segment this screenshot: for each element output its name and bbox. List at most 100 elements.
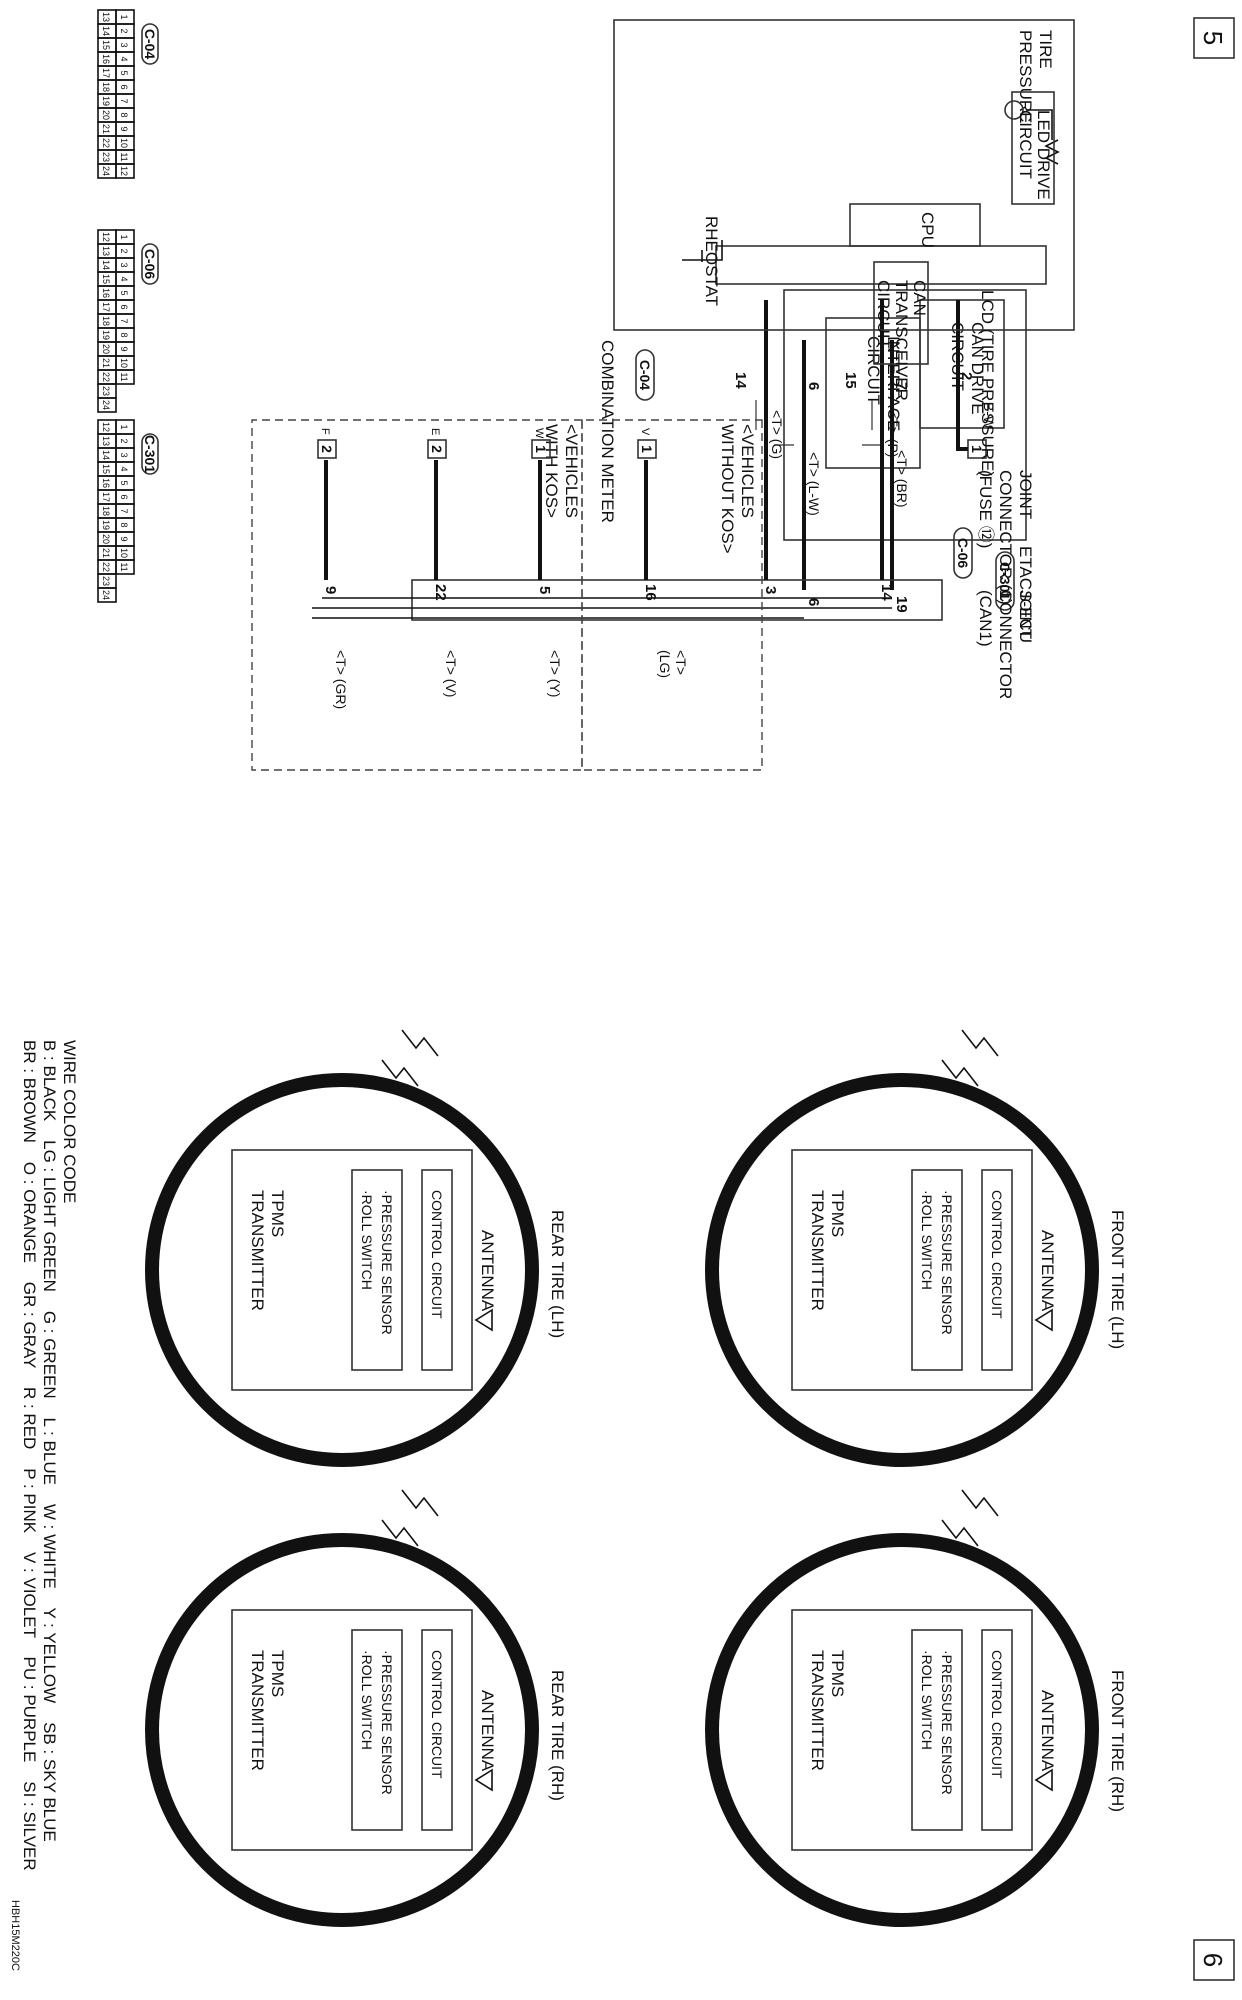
connector-pin-number: 13 [101, 246, 111, 256]
connector-pin-number: 14 [101, 260, 111, 270]
connector-pin-number: 13 [101, 12, 111, 22]
wire-y-label: <T> (Y) [547, 650, 563, 697]
tpms-label-2: TRANSMITTER [808, 1650, 827, 1771]
with-kos-label-1: <VEHICLES [562, 424, 581, 518]
sensor-box [351, 1629, 403, 1831]
connector-pin-number: 18 [101, 316, 111, 326]
connector-view-c-301: C-30112345678910111213141516171819202122… [97, 419, 159, 603]
sensor-box [911, 1169, 963, 1371]
tpms-transmitter-box [791, 1609, 1033, 1851]
connector-pin-number: 17 [101, 68, 111, 78]
connector-pin-number: 10 [119, 138, 129, 148]
tpms-transmitter-box [791, 1149, 1033, 1391]
antenna-icon [1034, 1768, 1053, 1792]
page-number-top: 5 [1198, 31, 1228, 45]
connector-pin-number: 10 [119, 548, 129, 558]
connector-view-tag [141, 23, 159, 65]
connector-pin-number: 14 [101, 450, 111, 460]
joint-fuse-label-1: JOINT [1016, 470, 1035, 519]
roll-switch-label: ·ROLL SWITCH [919, 1190, 935, 1290]
connector-pin-number: 19 [101, 96, 111, 106]
ecu-pin-6: 6 [805, 382, 822, 390]
can-drive-label-1: CAN DRIVE [968, 322, 987, 415]
combination-meter-box [613, 19, 1075, 331]
led-drive-label-1: LED DRIVE [1034, 110, 1053, 200]
rheostat-switch-icon [682, 240, 723, 262]
connector-pin-number: 1 [119, 14, 129, 19]
connector-pin-number: 13 [101, 436, 111, 446]
connector-pin-number: 8 [119, 112, 129, 117]
joint-can-label-1: JOINT [1016, 590, 1035, 639]
led-drive-label-2: CIRCUIT [1016, 110, 1035, 179]
lcd-tire-pressure-box [715, 245, 1047, 285]
can-transceiver-box [873, 261, 929, 365]
antenna-icon [474, 1308, 493, 1332]
tire-name: FRONT TIRE (RH) [1108, 1670, 1127, 1812]
joint-fuse-wire: B-W [981, 402, 997, 430]
wire-lg-label-2: (LG) [657, 650, 673, 678]
connector-view-name: C-301 [142, 435, 158, 473]
antenna-label: ANTENNA [478, 1690, 497, 1772]
connector-pin-number: 6 [119, 84, 129, 89]
control-circuit-label: CONTROL CIRCUIT [429, 1190, 445, 1319]
etacs-connector: C-301 [997, 562, 1013, 600]
connector-pin-number: 19 [101, 520, 111, 530]
connector-pin-number: 17 [101, 302, 111, 312]
connector-pin-cell [97, 163, 117, 179]
tpms-transmitter-box [231, 1149, 473, 1391]
joint-can-connector: C-06 [955, 538, 971, 569]
page-number-box-top [1193, 17, 1235, 59]
wire-gr-label: <T> (GR) [333, 650, 349, 709]
radio-signal-icon [381, 1489, 439, 1547]
sensor-box [911, 1629, 963, 1831]
control-circuit-label: CONTROL CIRCUIT [989, 1650, 1005, 1779]
connector-pin-number: 2 [119, 28, 129, 33]
figure-code: HBH15M220C [9, 1900, 21, 1971]
tire-ring [145, 1073, 539, 1467]
connector-pin-number: 8 [119, 522, 129, 527]
joint-connector-can1: JOINT CONNECTOR (CAN1) C-06 19 6 14 3 16… [312, 527, 1035, 699]
legend-title: WIRE COLOR CODE [60, 1040, 79, 1203]
connector-pin-cell [97, 587, 117, 603]
connector-pin-number: 14 [101, 26, 111, 36]
connector-view-tag [141, 243, 159, 285]
etacs-connector-tag [995, 551, 1015, 611]
connector-pin-number: 20 [101, 344, 111, 354]
connector-pin-number: 19 [101, 330, 111, 340]
connector-pin-number: 4 [119, 56, 129, 61]
kos-tag-letter-v: V [639, 428, 651, 436]
connector-pin-number: 3 [119, 452, 129, 457]
kos-tag-3: 2 [429, 445, 445, 453]
connector-pin-number: 4 [119, 276, 129, 281]
control-circuit-label: CONTROL CIRCUIT [429, 1650, 445, 1779]
control-circuit-box [421, 1629, 453, 1831]
tire-name: REAR TIRE (RH) [548, 1670, 567, 1801]
connector-view-c-06: C-06123456789101112131415161718192021222… [97, 229, 159, 413]
joint-connector-fuse: JOINT CONNECTOR (1) (FUSE ⑫) 1 B-W [956, 300, 1035, 605]
meter-pin-2: 2 [958, 372, 975, 380]
connector-pin-number: 8 [119, 332, 129, 337]
connector-pin-number: 7 [119, 318, 129, 323]
connector-pin-number: 7 [119, 98, 129, 103]
pressure-sensor-label: ·PRESSURE SENSOR [379, 1650, 395, 1795]
connector-pin-number: 6 [119, 494, 129, 499]
tire-name: REAR TIRE (LH) [548, 1210, 567, 1338]
connector-pin-cell [97, 397, 117, 413]
connector-pin-number: 11 [119, 152, 129, 161]
pressure-sensor-label: ·PRESSURE SENSOR [939, 1650, 955, 1795]
radio-signal-icon [381, 1029, 439, 1087]
etacs-ecu-box [783, 289, 1027, 541]
joint-pin-9: 9 [322, 586, 339, 594]
ecu-pin-7: 7 [893, 382, 910, 390]
connector-pin-number: 15 [101, 464, 111, 474]
antenna-label: ANTENNA [1038, 1690, 1057, 1772]
control-circuit-label: CONTROL CIRCUIT [989, 1190, 1005, 1319]
connector-pin-number: 16 [101, 288, 111, 298]
tire-ring [145, 1533, 539, 1927]
joint-fuse-label-3: (FUSE ⑫) [976, 470, 995, 548]
connector-pin-number: 9 [119, 126, 129, 131]
legend-line-1: B : BLACK LG : LIGHT GREEN G : GREEN L :… [40, 1040, 59, 1842]
interface-label-2: CIRCUIT [864, 336, 883, 405]
